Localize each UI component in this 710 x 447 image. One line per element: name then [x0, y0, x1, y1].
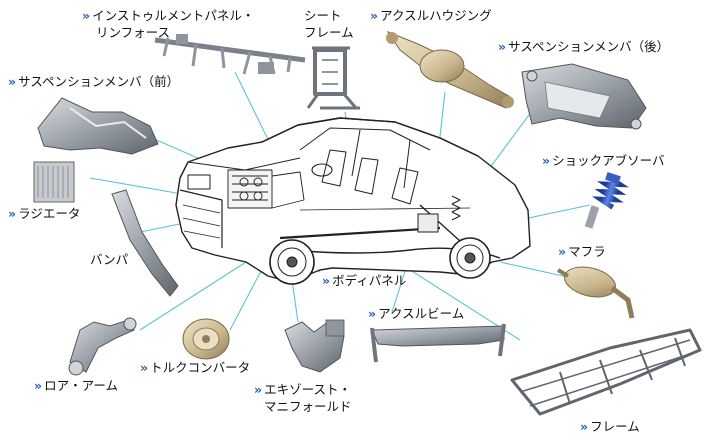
exhaust-manifold-part [284, 319, 345, 373]
axle-beam-part [370, 323, 506, 363]
car-cutaway-drawing [175, 117, 531, 285]
shock-absorber-part [584, 172, 629, 229]
axle-beam-label: »アクスルビーム [368, 306, 464, 321]
exhaust-manifold-label-line2: マニフォールド [264, 399, 352, 414]
seat-frame-label: シート [304, 8, 342, 23]
lower-arm-label: »ロア・アーム [34, 378, 118, 393]
seat-frame-label-line2: フレーム [304, 25, 354, 40]
rear-suspension-member-part [521, 63, 647, 130]
seat-frame-part [306, 46, 360, 110]
instrument-panel-label-line2: リンフォース [96, 25, 170, 40]
axle-housing-part [386, 30, 514, 109]
torque-converter-part [182, 318, 230, 360]
bumper-label: バンパ [90, 252, 128, 267]
muffler-part [556, 266, 635, 319]
instrument-panel-label: »インストゥルメントパネル・ [82, 8, 254, 23]
radiator-part [33, 161, 75, 203]
axle-housing-label: »アクスルハウジング [370, 8, 492, 23]
radiator-label: »ラジエータ [8, 206, 80, 221]
muffler-label: »マフラ [558, 244, 606, 259]
shock-absorber-label: »ショックアブソーバ [542, 153, 664, 168]
frame-label: »フレーム [580, 419, 640, 434]
torque-converter-label: »トルクコンバータ [140, 360, 250, 375]
front-suspension-member-part [37, 97, 159, 155]
instrument-panel-reinforcement-part [154, 34, 306, 75]
lower-arm-part [68, 317, 137, 376]
frame-part [510, 328, 702, 416]
bumper-part [111, 189, 179, 297]
rear-suspension-member-label: »サスペンションメンバ（後） [498, 39, 669, 54]
leader-muffler [499, 261, 573, 279]
front-suspension-member-label: »サスペンションメンバ（前） [8, 74, 179, 89]
body-panel-label: »ボディパネル [322, 273, 406, 288]
exhaust-manifold-label: »エキゾースト・ [254, 382, 351, 397]
